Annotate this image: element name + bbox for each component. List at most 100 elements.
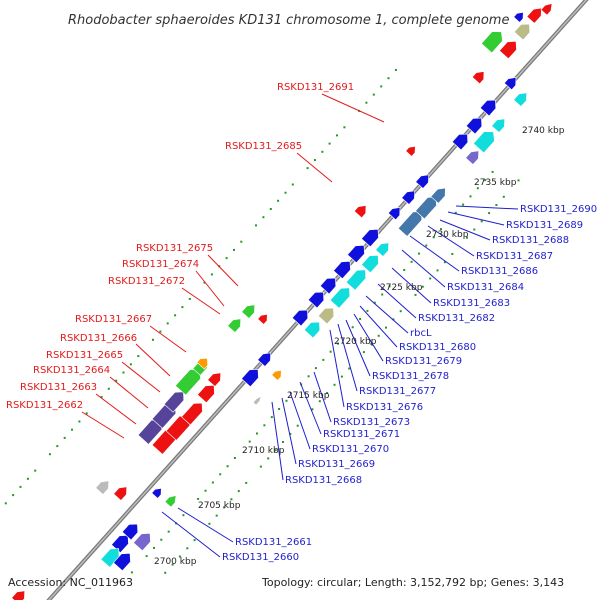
gc-dot xyxy=(469,195,472,198)
leader-line xyxy=(135,343,171,377)
gc-dot xyxy=(403,269,406,271)
gc-dot xyxy=(491,170,494,173)
gc-dot xyxy=(517,179,520,182)
leader-line xyxy=(296,152,333,183)
gene-arrow xyxy=(113,552,131,572)
gene-arrow xyxy=(196,357,209,370)
gc-dot xyxy=(326,392,329,394)
gc-dot xyxy=(137,355,140,358)
gc-dot xyxy=(237,490,240,493)
kbp-scale: 2700 kbp 2705 kbp 2710 kbp 2715 kbp 2720… xyxy=(154,126,565,567)
gene-arrow xyxy=(113,486,128,501)
leader-line xyxy=(391,267,432,304)
gene-arrow xyxy=(353,205,367,219)
gc-dot xyxy=(174,314,177,317)
gc-dot xyxy=(366,309,369,312)
gc-dot xyxy=(270,416,273,419)
gc-dot xyxy=(48,453,51,456)
gene-arrow xyxy=(133,532,151,552)
gc-dot xyxy=(311,408,314,411)
gc-dot xyxy=(85,412,88,415)
gene-label: RSKD131_2682 xyxy=(418,313,495,324)
gc-dot xyxy=(451,253,454,255)
gene-arrow xyxy=(257,352,272,367)
gc-dot xyxy=(329,350,332,353)
gene-arrow xyxy=(415,174,430,189)
gc-dot xyxy=(115,379,118,382)
kbp-tick-label: 2725 kbp xyxy=(380,283,423,293)
gene-arrow xyxy=(11,590,26,600)
right-gene-labels: RSKD131_2690 RSKD131_2689 RSKD131_2688 R… xyxy=(222,204,597,563)
gc-dot xyxy=(240,240,243,243)
gene-arrow xyxy=(227,318,242,333)
gc-dot xyxy=(436,269,439,272)
kbp-tick-label: 2705 kbp xyxy=(198,501,241,511)
gene-arrow xyxy=(257,313,268,325)
gc-dot xyxy=(348,367,351,370)
gc-dot xyxy=(284,191,287,194)
gene-label: RSKD131_2690 xyxy=(520,204,597,215)
kbp-tick-label: 2715 kbp xyxy=(287,391,330,401)
gene-arrow xyxy=(271,369,282,381)
gc-dot xyxy=(167,530,170,533)
gc-dot xyxy=(362,351,365,354)
leader-line xyxy=(281,397,297,465)
gc-dot xyxy=(248,440,251,443)
gc-dot xyxy=(233,248,235,251)
gene-arrow xyxy=(503,77,517,91)
gc-dot xyxy=(392,318,395,321)
leader-line xyxy=(271,401,284,481)
gc-dot xyxy=(440,228,442,231)
gene-label: RSKD131_2684 xyxy=(447,282,524,293)
gene-arrow xyxy=(499,40,517,60)
leader-line xyxy=(345,319,371,377)
gene-arrow xyxy=(319,277,337,295)
gc-dot xyxy=(370,342,373,345)
gene-arrow xyxy=(307,291,325,309)
left-gene-labels: RSKD131_2691 RSKD131_2685 RSKD131_2675 R… xyxy=(6,82,354,411)
gene-label: RSKD131_2688 xyxy=(492,235,569,246)
gc-dot xyxy=(388,285,391,288)
gene-arrow xyxy=(387,207,401,221)
gc-dot xyxy=(219,473,222,476)
gc-dot xyxy=(429,277,432,280)
leader-line xyxy=(299,381,322,435)
gene-label: RSKD131_2673 xyxy=(333,417,410,428)
leader-line xyxy=(121,361,161,393)
gc-dot xyxy=(484,179,487,182)
leader-line xyxy=(377,283,417,319)
gc-dot xyxy=(269,208,272,210)
gc-dot xyxy=(225,257,228,260)
gene-arrow xyxy=(465,117,483,135)
gc-dot xyxy=(289,432,292,435)
gc-dot xyxy=(372,93,375,96)
gc-dot xyxy=(211,481,214,484)
gc-dot xyxy=(410,260,413,263)
gc-dot xyxy=(56,445,59,448)
gc-dot xyxy=(188,297,191,300)
gc-dot xyxy=(4,502,7,505)
gc-dot xyxy=(394,69,397,71)
leader-line xyxy=(329,329,345,408)
gc-dot xyxy=(476,187,479,190)
gene-arrow xyxy=(181,402,203,426)
gene-arrow xyxy=(451,133,469,151)
leader-line xyxy=(353,313,384,362)
gc-dot xyxy=(421,285,424,288)
gc-dot xyxy=(351,326,354,329)
gc-dot xyxy=(285,399,288,402)
gc-dot xyxy=(204,489,207,492)
leader-line xyxy=(195,270,225,307)
leader-line xyxy=(109,376,149,409)
gene-label: RSKD131_2686 xyxy=(461,266,538,277)
gc-dot xyxy=(215,514,218,517)
gene-arrow xyxy=(317,307,335,325)
leader-line xyxy=(439,219,491,241)
gc-dot xyxy=(278,408,281,410)
leader-line xyxy=(455,205,519,210)
kbp-tick-label: 2720 kbp xyxy=(334,337,377,347)
gc-dot xyxy=(462,203,465,206)
gc-dot xyxy=(171,563,174,566)
gc-dot xyxy=(78,420,81,423)
